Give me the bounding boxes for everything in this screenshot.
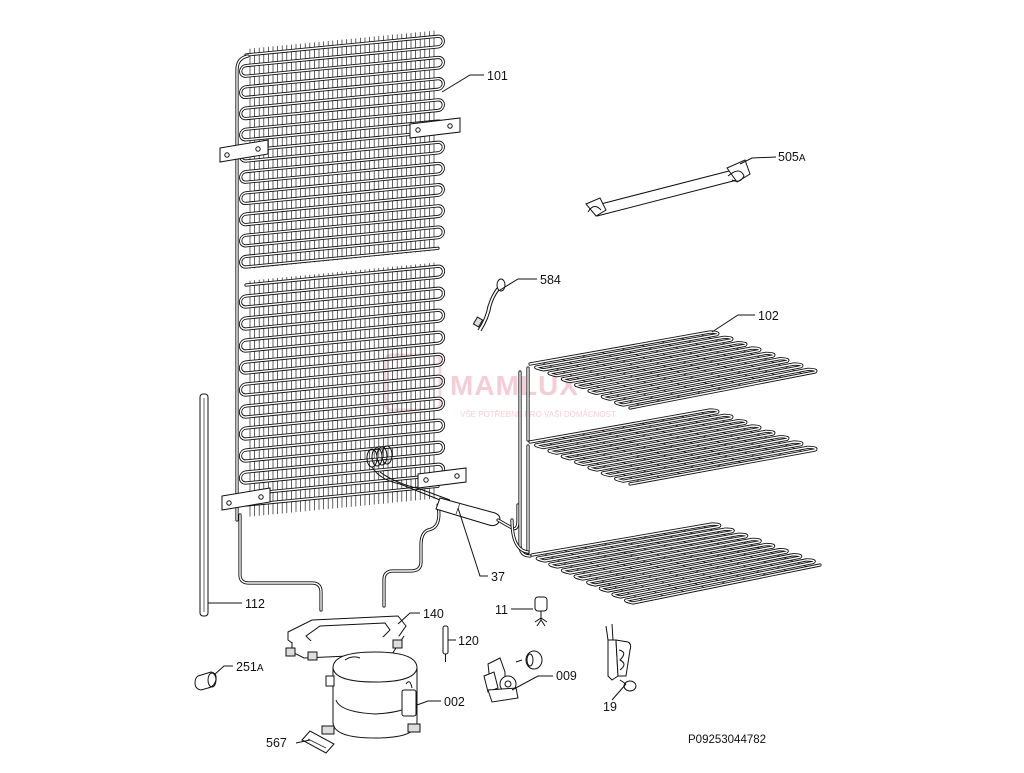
thermal-fuse-120 — [442, 625, 449, 662]
condenser-bracket-upper-left — [219, 139, 269, 163]
grommet-251a — [194, 671, 217, 691]
plate-567 — [301, 730, 335, 754]
condenser-bracket-lower-left — [221, 487, 271, 511]
compressor-mounting-plate-140 — [285, 615, 407, 661]
label-102: 102 — [758, 309, 779, 323]
watermark-tagline: VŠE POTŘEBNÉ PRO VAŠI DOMÁCNOST — [460, 410, 616, 419]
relay-capacitor — [515, 650, 543, 670]
condenser-101 — [219, 30, 467, 612]
part-11 — [534, 596, 548, 627]
tube-112 — [199, 393, 209, 617]
filter-drier — [435, 497, 501, 527]
heater-19 — [605, 623, 637, 692]
compressor-002 — [321, 651, 421, 739]
leader-lines — [208, 74, 777, 744]
evaporator-shelf-bottom — [530, 522, 822, 605]
label-11: 11 — [495, 603, 508, 617]
condenser-bracket-upper-right — [409, 117, 461, 139]
label-002: 002 — [444, 695, 465, 709]
label-112: 112 — [245, 597, 265, 611]
label-19: 19 — [603, 700, 617, 714]
bracket-505a — [585, 159, 751, 217]
evaporator-102 — [510, 330, 822, 605]
condenser-outlet-tubes — [238, 503, 441, 612]
condenser-bracket-lower-right — [417, 467, 467, 489]
label-505a: 505A — [778, 150, 806, 164]
drawing-code: P09253044782 — [688, 734, 766, 746]
evaporator-shelf-middle — [528, 408, 818, 486]
start-relay-009 — [483, 650, 543, 703]
label-009: 009 — [556, 669, 577, 683]
evaporator-shelf-top — [528, 330, 818, 410]
label-567: 567 — [266, 736, 287, 750]
label-120: 120 — [458, 634, 479, 648]
evaporator-support-tubes — [510, 366, 532, 558]
sensor-584 — [472, 278, 506, 332]
label-584: 584 — [540, 273, 561, 287]
part-number-labels: 101 505A 584 102 37 112 140 11 120 251A … — [236, 69, 806, 750]
condenser-serpentine-tube — [238, 34, 446, 507]
label-251a: 251A — [236, 660, 264, 674]
capillary-coil — [366, 445, 393, 468]
label-101: 101 — [487, 69, 508, 83]
label-37: 37 — [491, 570, 505, 584]
label-140: 140 — [423, 607, 444, 621]
